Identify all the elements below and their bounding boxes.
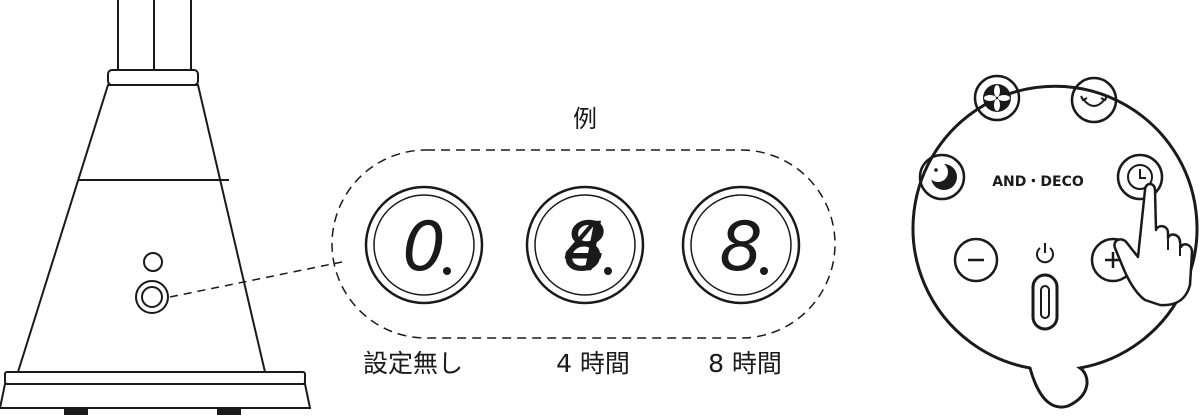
display-digit: 8 — [719, 208, 762, 287]
display-digit: 0 — [402, 208, 445, 287]
remote-body — [911, 84, 1199, 409]
example-label: 例 — [573, 105, 597, 133]
fan-cone-body — [16, 84, 267, 373]
fan-foot — [0, 371, 312, 415]
fan-mode-icon[interactable] — [973, 74, 1021, 122]
display-caption: 4 時間 — [556, 349, 630, 378]
minus-icon[interactable] — [953, 237, 999, 283]
pointing-hand-icon — [1113, 182, 1194, 307]
timer-button-icon[interactable] — [135, 280, 169, 314]
timer-display: 8 — [681, 185, 801, 305]
fan-illustration — [0, 0, 312, 415]
decimal-point — [604, 267, 612, 275]
remote-control: AND・DECO — [911, 74, 1199, 409]
timer-display: 8 4 — [525, 185, 645, 305]
display-caption: 設定無し — [363, 349, 463, 378]
power-icon[interactable] — [1031, 243, 1059, 331]
indicator-ring-icon — [143, 252, 163, 272]
decimal-point — [443, 267, 451, 275]
display-digit: 4 — [563, 208, 606, 287]
brand-label: AND・DECO — [992, 174, 1084, 190]
swing-icon[interactable] — [1070, 76, 1118, 124]
timer-display: 0 — [364, 185, 484, 305]
example-frame — [331, 149, 836, 339]
timer-icon[interactable] — [1116, 153, 1164, 201]
fan-pole — [117, 0, 192, 70]
callout-line — [169, 261, 343, 298]
fan-collar — [107, 69, 199, 86]
decimal-point — [760, 267, 768, 275]
ghost-segments: 8 — [563, 208, 606, 287]
display-caption: 8 時間 — [708, 349, 782, 378]
sleep-mode-icon[interactable] — [918, 153, 966, 201]
